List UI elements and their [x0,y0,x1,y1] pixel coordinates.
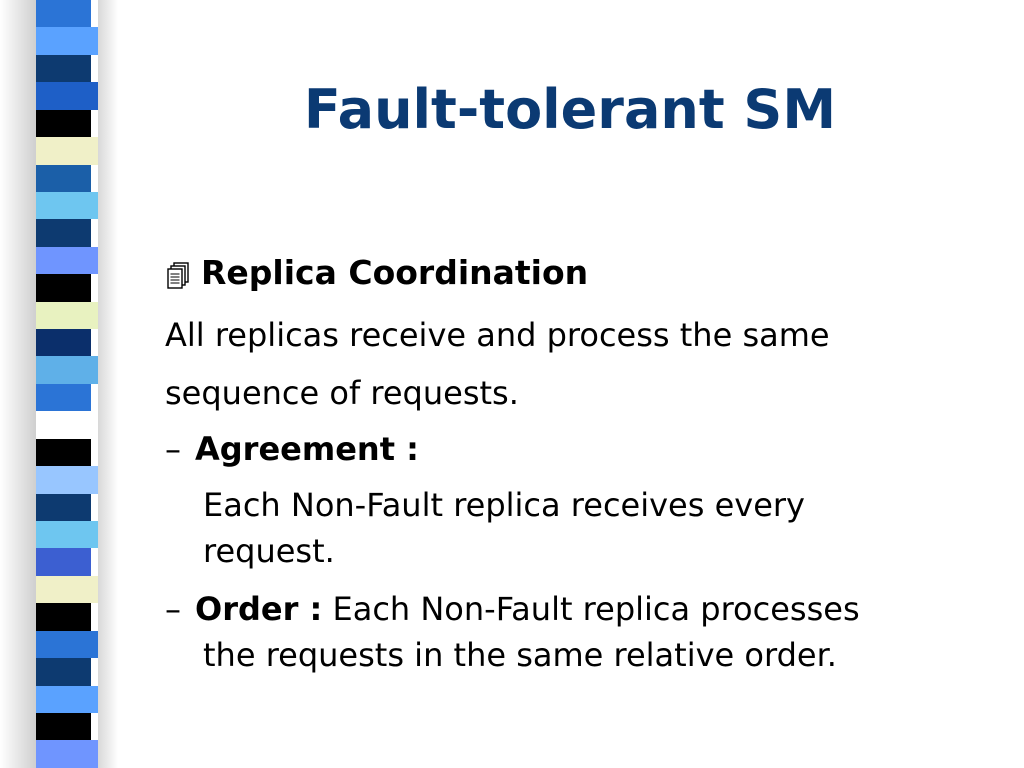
stripe-segment [36,521,98,549]
stripe-segment [36,630,98,659]
stripe-segment [36,109,91,138]
stripe-segment [36,548,91,576]
stripe-segment [36,603,91,631]
order-body: Order : Each Non-Fault replica processes… [195,586,985,678]
agreement-text-line-2: request. [203,532,335,570]
stripe-segment [36,740,98,768]
stripe-segment [36,685,98,713]
order-text-line-1: Each Non-Fault replica processes [322,590,860,628]
order-dash: – [165,590,181,628]
agreement-dash: – [165,430,181,468]
stripe-segment [36,329,91,357]
stripe-segment [36,466,98,494]
slide-title: Fault-tolerant SM [303,78,837,141]
stripe-segment [36,82,98,110]
stripe-segment [36,27,98,55]
stripe-segment [36,274,91,302]
stripe-segment [36,575,98,604]
stripe-segment [36,54,91,83]
stripe-left-shadow [0,0,36,768]
stripe-segment [36,164,91,192]
agreement-item: – Agreement : [165,426,985,472]
stripe-segment [36,137,98,165]
paragraph-line-2: sequence of requests. [165,374,519,412]
stripe-segment [36,301,98,330]
agreement-text: Each Non-Fault replica receives every re… [165,482,985,574]
paragraph-line-1: All replicas receive and process the sam… [165,316,830,354]
stripe-segment [36,0,91,28]
order-item: – Order : Each Non-Fault replica process… [165,586,985,678]
bullet-item: Replica Coordination [165,248,985,298]
order-text-line-2: the requests in the same relative order. [203,636,837,674]
documents-icon [167,262,189,289]
slide-content: Replica Coordination All replicas receiv… [165,248,985,678]
agreement-label: Agreement : [195,430,419,468]
stripe-segment [36,356,98,384]
bullet-heading: Replica Coordination [201,253,589,292]
decorative-stripe-bar [36,0,98,768]
stripe-segment [36,191,98,220]
order-label: Order : [195,590,323,628]
agreement-text-line-1: Each Non-Fault replica receives every [203,486,805,524]
stripe-segment [36,658,91,686]
stripe-segment [36,246,98,275]
stripe-segment [36,493,91,522]
stripe-segment [36,219,91,247]
stripe-segment [36,383,91,412]
paragraph: All replicas receive and process the sam… [165,306,985,422]
stripe-shadow [98,0,118,768]
stripe-segment [36,712,91,741]
stripe-segment [36,438,91,467]
stripe-segment [36,411,98,439]
